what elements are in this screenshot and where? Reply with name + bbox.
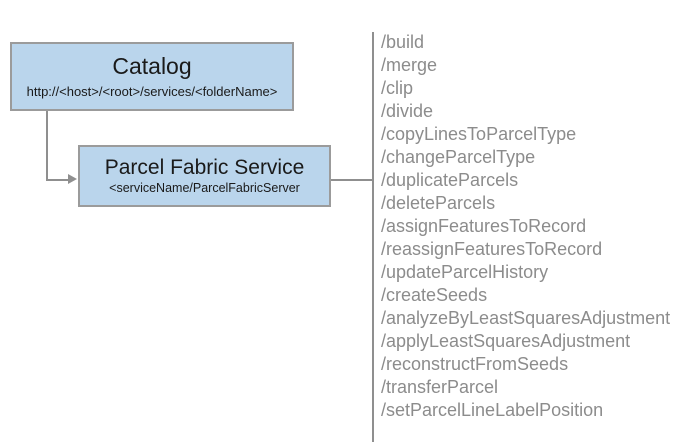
list-item: /reconstructFromSeeds [381,354,569,374]
list-item: /changeParcelType [381,147,536,167]
list-item: /updateParcelHistory [381,262,549,282]
catalog-node-url: http://<host>/<root>/services/<folderNam… [26,83,278,99]
list-item: /copyLinesToParcelType [381,124,577,144]
operations-divider-line [372,32,374,442]
connector-catalog-vertical [46,111,48,181]
list-item: /analyzeByLeastSquaresAdjustment [381,308,671,328]
list-item: /assignFeaturesToRecord [381,216,587,236]
list-item: /setParcelLineLabelPosition [381,400,604,420]
catalog-node-title: Catalog [112,53,192,80]
list-item: /build [381,32,425,52]
list-item: /createSeeds [381,285,488,305]
connector-catalog-horizontal [46,179,70,181]
service-node-title: Parcel Fabric Service [104,156,305,180]
list-item: /applyLeastSquaresAdjustment [381,331,631,351]
catalog-node: Catalog http://<host>/<root>/services/<f… [10,42,294,111]
parcel-fabric-service-node: Parcel Fabric Service <serviceName/Parce… [78,145,331,207]
list-item: /divide [381,101,434,121]
service-node-path: <serviceName/ParcelFabricServer [109,181,300,196]
list-item: /transferParcel [381,377,499,397]
arrowhead-icon [68,174,77,184]
connector-service-to-operations [331,179,373,181]
list-item: /clip [381,78,414,98]
operations-list: /build /merge /clip /divide /copyLinesTo… [381,31,681,422]
list-item: /deleteParcels [381,193,496,213]
list-item: /duplicateParcels [381,170,519,190]
list-item: /reassignFeaturesToRecord [381,239,603,259]
list-item: /merge [381,55,438,75]
